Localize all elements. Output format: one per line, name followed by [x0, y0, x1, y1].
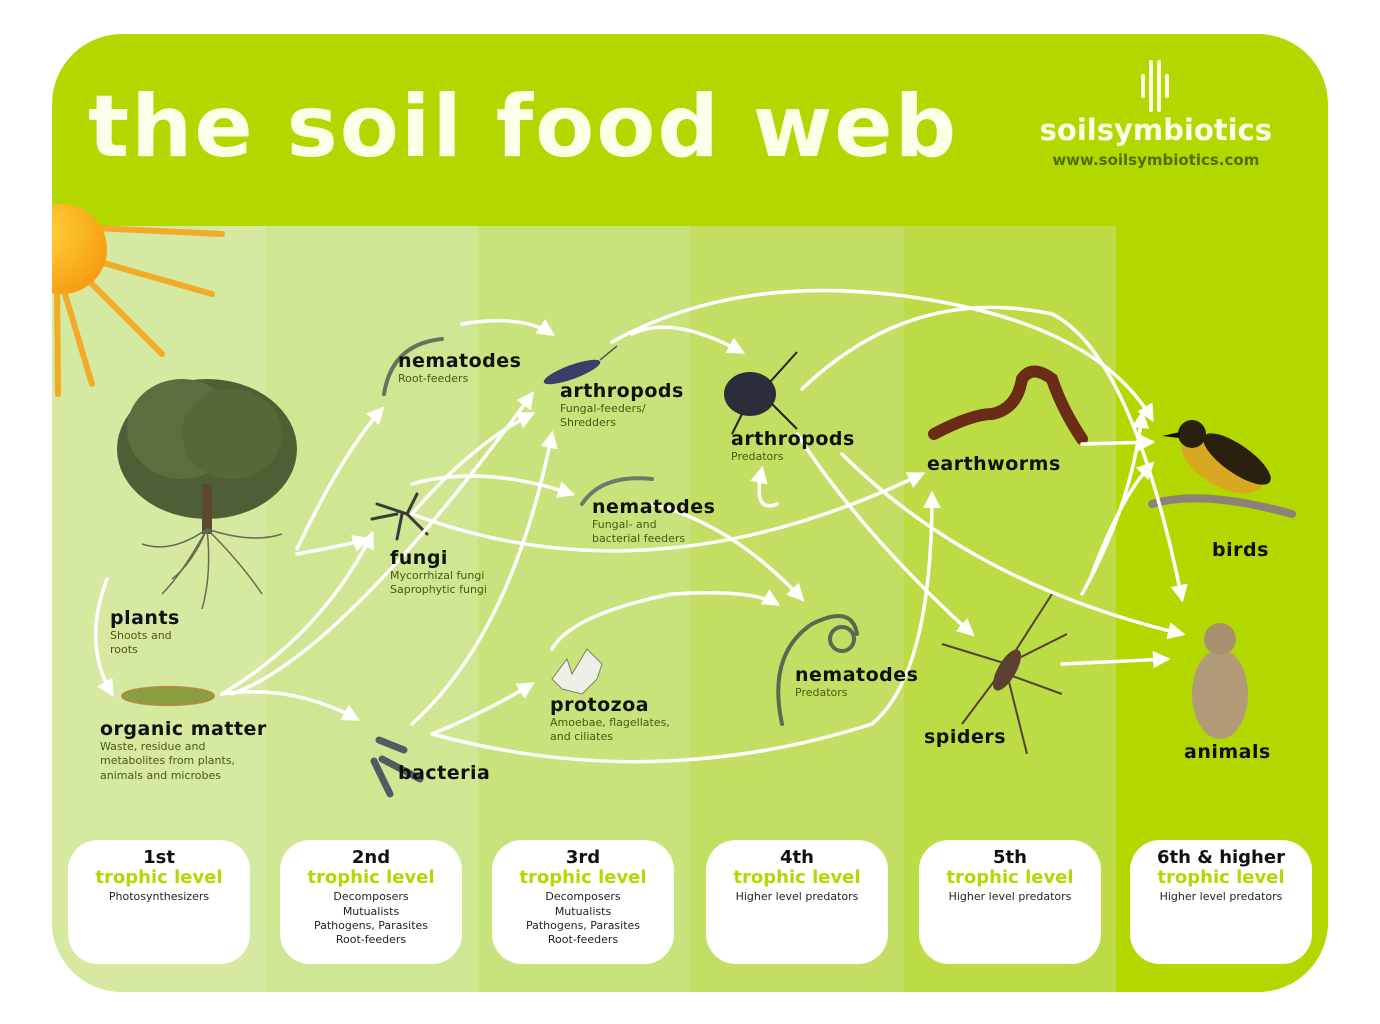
- node-sub: Fungal-feeders/: [560, 401, 646, 415]
- earthworm-icon: [928, 365, 1088, 445]
- node-sub: Predators: [731, 449, 784, 463]
- node-name: plants: [110, 607, 180, 629]
- arthropod-icon: [543, 345, 618, 385]
- level-desc-line: Pathogens, Parasites: [313, 919, 429, 933]
- node-nematodes-root-feeders: nematodes Root-feeders: [398, 350, 522, 386]
- food-web-arrows: [52, 204, 1296, 798]
- node-fungi: fungi Mycorrhizal fungi Saprophytic fung…: [390, 547, 487, 598]
- node-sub: bacterial feeders: [592, 532, 686, 546]
- level-label: trophic level: [946, 866, 1074, 888]
- level-number: 1st: [143, 847, 175, 868]
- node-sub: Shredders: [560, 416, 616, 430]
- level-label: trophic level: [1157, 866, 1285, 888]
- node-sub: Predators: [795, 685, 848, 699]
- node-sub: and ciliates: [550, 730, 613, 744]
- organic-matter-icon: [121, 686, 215, 706]
- nematode-icon: [382, 337, 444, 396]
- node-nematodes-predators: nematodes Predators: [795, 664, 919, 700]
- node-bacteria: bacteria: [398, 762, 491, 784]
- node-name: fungi: [390, 547, 448, 569]
- level-number: 5th: [993, 847, 1027, 868]
- node-name: spiders: [924, 726, 1007, 748]
- level-desc-line: Decomposers: [545, 890, 621, 904]
- node-name: bacteria: [398, 762, 491, 784]
- node-sub: Root-feeders: [398, 371, 469, 385]
- level-desc: Decomposers Mutualists Pathogens, Parasi…: [280, 890, 462, 947]
- level-desc-line: Decomposers: [333, 890, 409, 904]
- level-desc: Higher level predators: [735, 890, 859, 904]
- node-nematodes-fungal-bacterial-feeders: nematodes Fungal- and bacterial feeders: [592, 496, 716, 547]
- beetle-icon: [724, 351, 798, 435]
- prairie-dog-icon: [1192, 623, 1248, 739]
- soil-food-web-poster: the soil food web soilsymbiotics www.soi…: [52, 34, 1328, 992]
- trophic-level-2nd: 2nd trophic level Decomposers Mutualists…: [280, 840, 462, 964]
- trophic-level-6th-higher: 6th & higher trophic level Higher level …: [1130, 840, 1312, 964]
- node-sub: Mycorrhizal fungi: [390, 568, 485, 582]
- spider-icon: [941, 593, 1068, 755]
- nematode-icon: [580, 476, 654, 506]
- node-organic-matter: organic matter Waste, residue and metabo…: [100, 718, 267, 783]
- node-name: earthworms: [927, 453, 1061, 475]
- level-label: trophic level: [519, 866, 647, 888]
- node-spiders: spiders: [924, 726, 1007, 748]
- tree-icon: [117, 379, 297, 610]
- node-sub: Shoots and: [110, 628, 172, 642]
- protozoa-icon: [551, 648, 603, 695]
- node-name: protozoa: [550, 694, 650, 716]
- node-name: arthropods: [560, 380, 684, 402]
- sun-icon: [52, 204, 225, 397]
- trophic-level-4th: 4th trophic level Higher level predators: [706, 840, 888, 964]
- node-name: nematodes: [795, 664, 919, 686]
- brand-name: soilsymbiotics: [1039, 113, 1272, 147]
- node-name: birds: [1212, 539, 1269, 561]
- level-label: trophic level: [733, 866, 861, 888]
- node-arthropods-predators: arthropods Predators: [731, 428, 855, 464]
- brand-logo-icon: [1140, 60, 1171, 112]
- level-desc: Higher level predators: [1159, 890, 1283, 904]
- level-number: 2nd: [351, 847, 391, 868]
- level-number: 4th: [780, 847, 814, 868]
- brand-url[interactable]: www.soilsymbiotics.com: [1052, 151, 1260, 169]
- trophic-level-5th: 5th trophic level Higher level predators: [919, 840, 1101, 964]
- node-sub: animals and microbes: [100, 768, 222, 782]
- level-desc-line: Pathogens, Parasites: [525, 919, 641, 933]
- node-name: animals: [1184, 741, 1271, 763]
- nematode-icon: [776, 614, 859, 726]
- node-sub: Saprophytic fungi: [390, 583, 487, 597]
- level-desc-line: Root-feeders: [335, 933, 407, 947]
- trophic-level-3rd: 3rd trophic level Decomposers Mutualists…: [492, 840, 674, 964]
- level-label: trophic level: [95, 866, 223, 888]
- level-desc-line: Root-feeders: [547, 933, 619, 947]
- brand: soilsymbiotics www.soilsymbiotics.com: [1040, 60, 1272, 169]
- node-earthworms: earthworms: [927, 453, 1061, 475]
- node-name: organic matter: [100, 718, 267, 740]
- node-arthropods-shredders: arthropods Fungal-feeders/ Shredders: [560, 380, 684, 431]
- bacteria-icon: [370, 736, 424, 798]
- node-name: nematodes: [398, 350, 522, 372]
- node-sub: Fungal- and: [592, 517, 657, 531]
- level-desc: Photosynthesizers: [108, 890, 210, 904]
- node-birds: birds: [1212, 539, 1269, 561]
- level-number: 6th & higher: [1157, 847, 1285, 868]
- bird-icon: [1148, 420, 1296, 518]
- node-name: nematodes: [592, 496, 716, 518]
- node-sub: roots: [110, 643, 138, 657]
- node-name: arthropods: [731, 428, 855, 450]
- node-sub: metabolites from plants,: [100, 754, 236, 768]
- level-number: 3rd: [565, 847, 601, 868]
- node-animals: animals: [1184, 741, 1271, 763]
- node-sub: Amoebae, flagellates,: [550, 715, 670, 729]
- level-label: trophic level: [307, 866, 435, 888]
- level-desc: Decomposers Mutualists Pathogens, Parasi…: [492, 890, 674, 947]
- node-protozoa: protozoa Amoebae, flagellates, and cilia…: [550, 694, 670, 745]
- page-title: the soil food web: [88, 77, 959, 177]
- fungi-icon: [370, 492, 429, 541]
- level-desc-line: Mutualists: [554, 904, 612, 918]
- node-sub: Waste, residue and: [100, 739, 206, 753]
- node-plants: plants Shoots and roots: [110, 607, 180, 658]
- level-desc-line: Mutualists: [342, 904, 400, 918]
- trophic-level-1st: 1st trophic level Photosynthesizers: [68, 840, 250, 964]
- level-desc: Higher level predators: [948, 890, 1072, 904]
